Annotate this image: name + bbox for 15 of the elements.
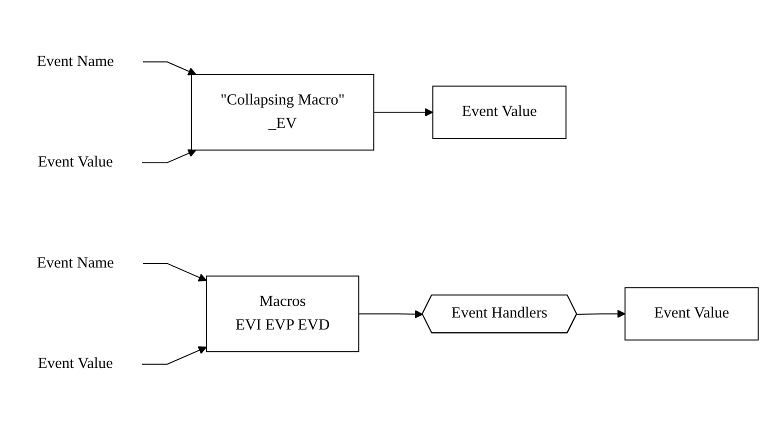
arrow — [141, 149, 196, 164]
node-text: Event Name — [36, 254, 114, 272]
arrow — [142, 262, 207, 282]
node-box: Macros EVI EVP EVD — [206, 276, 360, 352]
arrow — [142, 61, 196, 76]
node-box: Event Value — [432, 86, 566, 139]
node-box: Event Value — [624, 287, 759, 340]
arrow — [373, 108, 434, 116]
arrow — [141, 346, 207, 365]
node-box: "Collapsing Macro" _EV — [190, 74, 374, 150]
node-text: Event Value — [38, 154, 113, 170]
node-text: Event Name — [36, 53, 114, 70]
arrow — [576, 310, 626, 318]
node-text: Event Value — [38, 355, 113, 372]
arrow — [358, 310, 424, 318]
